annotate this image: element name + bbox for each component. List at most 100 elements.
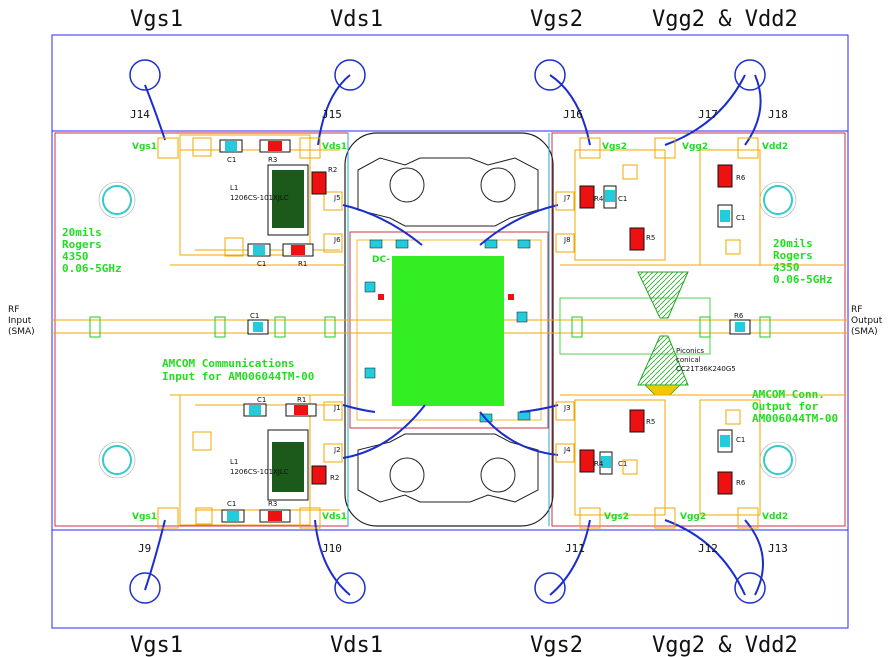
inductor-top-part: 1206CS-101XJLC: [230, 194, 289, 202]
inductor-bottom-ref: L1: [230, 458, 238, 466]
ref-right-c1-low: C1: [618, 460, 627, 468]
rf-output-line1: RF: [851, 305, 862, 315]
pad-label-right-top-vgs2: Vgs2: [602, 142, 627, 152]
label-j12: J12: [698, 542, 718, 555]
left-company-line1: AMCOM Communications: [162, 357, 294, 370]
left-note-line2: Rogers: [62, 238, 102, 251]
bottom-label-vgg2-vdd2: Vgg2 & Vdd2: [652, 633, 798, 657]
wire-j4: [479, 411, 559, 456]
wire-j7: [479, 204, 559, 246]
right-company-line1: AMCOM Conn.: [752, 388, 825, 401]
port-j4: J4: [563, 446, 571, 454]
right-pads: [555, 137, 759, 529]
wire-j15: [317, 74, 351, 146]
left-pads: [157, 137, 343, 529]
rf-pad-in-4: [324, 316, 336, 338]
left-note-line4: 0.06-5GHz: [62, 262, 122, 275]
carrier-hole-bl: [389, 457, 425, 493]
top-label-vgg2-vdd2: Vgg2 & Vdd2: [652, 7, 798, 32]
label-j17: J17: [698, 108, 718, 121]
port-j1: J1: [333, 404, 341, 412]
ref-right-r6-bot: R6: [736, 479, 746, 487]
rf-cap-in-label: C1: [250, 312, 259, 320]
module-cap-9: [517, 411, 531, 421]
inductor-bottom-part: 1206CS-101XJLC: [230, 468, 289, 476]
pad-label-right-bottom-vgg2: Vgg2: [680, 512, 706, 522]
port-j7: J7: [563, 194, 571, 202]
rf-input-line1: RF: [8, 305, 19, 315]
pad-label-right-bottom-vgs2: Vgs2: [604, 512, 629, 522]
ref-right-r6-top: R6: [736, 174, 746, 182]
right-components: [579, 164, 733, 495]
pad-label-right-bottom-vdd2: Vdd2: [762, 512, 788, 522]
dc-label: DC-: [372, 255, 390, 265]
bottom-label-vds1: Vds1: [330, 633, 383, 657]
sma-connectors: [129, 59, 766, 604]
rf-pad-in-3: [274, 316, 286, 338]
ref-left-c1-low: C1: [227, 500, 236, 508]
rf-cap-out-body: [735, 322, 745, 332]
module-cap-3: [484, 239, 498, 249]
carrier-top-cutout: [357, 157, 539, 227]
mounting-holes: [98, 181, 797, 479]
sma-j15[interactable]: [334, 59, 366, 91]
right-company-line2: Output for: [752, 400, 819, 413]
ref-right-r5-top: R5: [646, 234, 655, 242]
wire-j9: [144, 519, 166, 591]
pad-label-left-top-vds1: Vds1: [322, 142, 347, 152]
rf-output-line2: Output: [851, 316, 883, 326]
label-j15: J15: [322, 108, 342, 121]
wire-j16: [549, 74, 591, 146]
wire-j10: [314, 519, 351, 596]
wire-j3: [519, 404, 559, 413]
sma-j11[interactable]: [534, 572, 566, 604]
rf-pad-in-1: [89, 316, 101, 338]
rf-cap-out-label: R6: [734, 312, 744, 320]
label-j10: J10: [322, 542, 342, 555]
conical-label-3: CC21T36K240G5: [676, 365, 736, 373]
port-j6: J6: [333, 236, 341, 244]
pad-label-right-top-vgg2: Vgg2: [682, 142, 708, 152]
top-label-vds1: Vds1: [330, 7, 383, 32]
left-top-components: [219, 139, 327, 257]
ref-left-r1-mid: R1: [298, 260, 307, 268]
carrier-bottom-cutout: [357, 433, 539, 503]
module-res-1: [378, 294, 384, 300]
conical-cap-base: [644, 384, 681, 396]
rf-input-line3: (SMA): [8, 327, 35, 337]
module-outline: [349, 231, 549, 429]
sma-j16[interactable]: [534, 59, 566, 91]
module-cap-7: [516, 311, 528, 323]
module-cap-5: [364, 281, 376, 293]
conical-cap-top: [637, 271, 689, 319]
sma-j10[interactable]: [334, 572, 366, 604]
ref-left-r2-top: R2: [328, 166, 337, 174]
sma-j9[interactable]: [129, 572, 161, 604]
right-company-line3: AM006044TM-00: [752, 412, 838, 425]
sma-j12-j13[interactable]: [734, 572, 766, 604]
sma-j17-j18[interactable]: [734, 59, 766, 91]
label-j11: J11: [565, 542, 585, 555]
pad-label-left-top-vgs1: Vgs1: [132, 142, 157, 152]
wire-j2: [342, 404, 426, 459]
right-note-line2: Rogers: [773, 249, 813, 262]
rf-pad-in-2: [214, 316, 226, 338]
ref-left-r1-bot: R1: [297, 396, 306, 404]
bottom-label-vgs1: Vgs1: [130, 633, 183, 657]
sma-j14[interactable]: [129, 59, 161, 91]
port-j2: J2: [333, 446, 341, 454]
ref-right-r5-bot: R5: [646, 418, 655, 426]
label-j18: J18: [768, 108, 788, 121]
pad-label-right-top-vdd2: Vdd2: [762, 142, 788, 152]
label-j16: J16: [563, 108, 583, 121]
inductor-top-ref: L1: [230, 184, 238, 192]
top-label-vgs1: Vgs1: [130, 7, 183, 32]
ref-left-r3-low: R3: [268, 500, 277, 508]
wire-j18: [744, 74, 762, 146]
rf-pad-out-1: [571, 316, 583, 338]
ref-right-c1-top: C1: [618, 195, 627, 203]
module-inner-trace: [356, 239, 542, 421]
carrier-hole-br: [480, 457, 516, 493]
right-note-line1: 20mils: [773, 237, 813, 250]
